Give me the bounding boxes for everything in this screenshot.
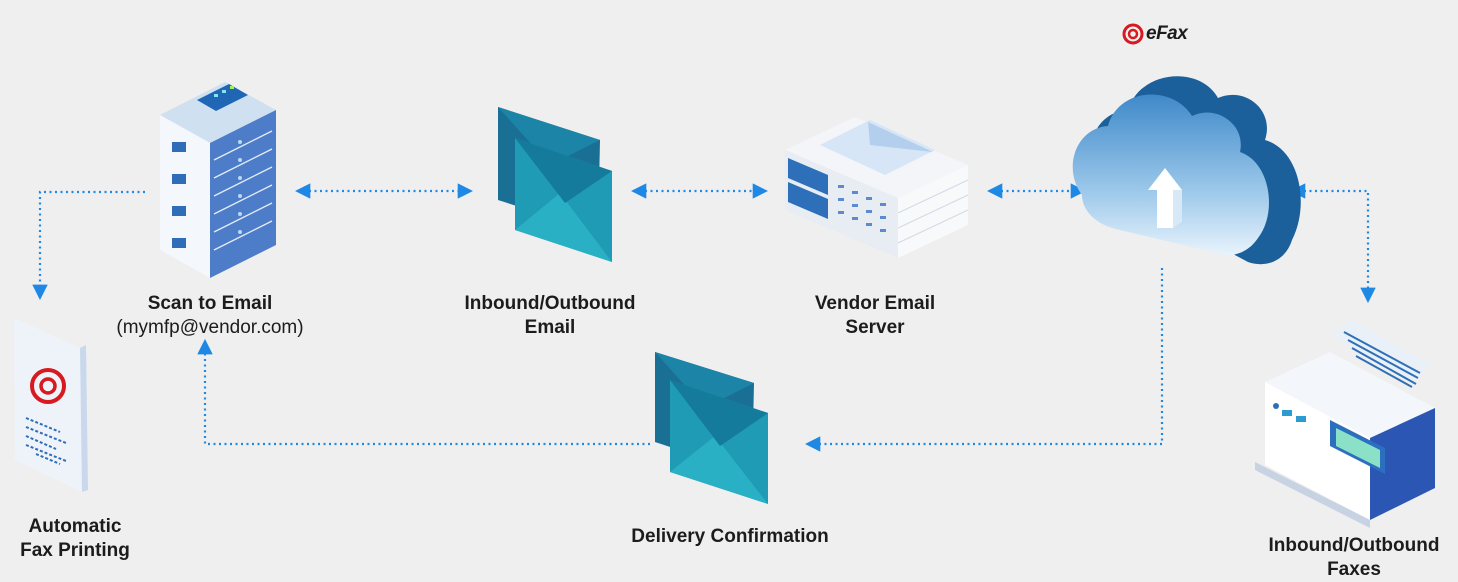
- node-vendor-email-server: Vendor Email Server: [775, 292, 975, 340]
- node-subtitle: (mymfp@vendor.com): [116, 317, 304, 338]
- node-inbound-outbound-email: Inbound/Outbound Email: [440, 292, 660, 340]
- node-automatic-fax-printing: Automatic Fax Printing: [0, 515, 150, 563]
- node-title-line2: Fax Printing: [20, 540, 130, 561]
- node-title-line1: Inbound/Outbound: [464, 293, 636, 314]
- node-scan-to-email: Scan to Email (mymfp@vendor.com): [110, 292, 310, 340]
- node-title: Scan to Email: [147, 293, 273, 314]
- node-title-line2: Email: [524, 317, 576, 338]
- node-delivery-confirmation: Delivery Confirmation: [600, 525, 860, 549]
- efax-logo-text: eFax: [1146, 23, 1188, 44]
- connector-scan-to-print: [32, 190, 145, 301]
- efax-swirl-icon: [1122, 23, 1144, 45]
- connector-cloud-confirmation: [804, 268, 1164, 452]
- node-title-line2: Server: [845, 317, 905, 338]
- node-title-line1: Vendor Email: [814, 293, 936, 314]
- connector-confirmation-scan: [197, 338, 650, 446]
- efax-logo: eFax: [1122, 22, 1188, 46]
- node-title: Delivery Confirmation: [631, 526, 829, 547]
- node-title-line1: Automatic: [28, 516, 122, 537]
- node-inbound-outbound-faxes: Inbound/Outbound Faxes: [1250, 534, 1458, 582]
- node-title-line1: Inbound/Outbound: [1268, 535, 1440, 556]
- node-title-line2: Faxes: [1327, 559, 1381, 580]
